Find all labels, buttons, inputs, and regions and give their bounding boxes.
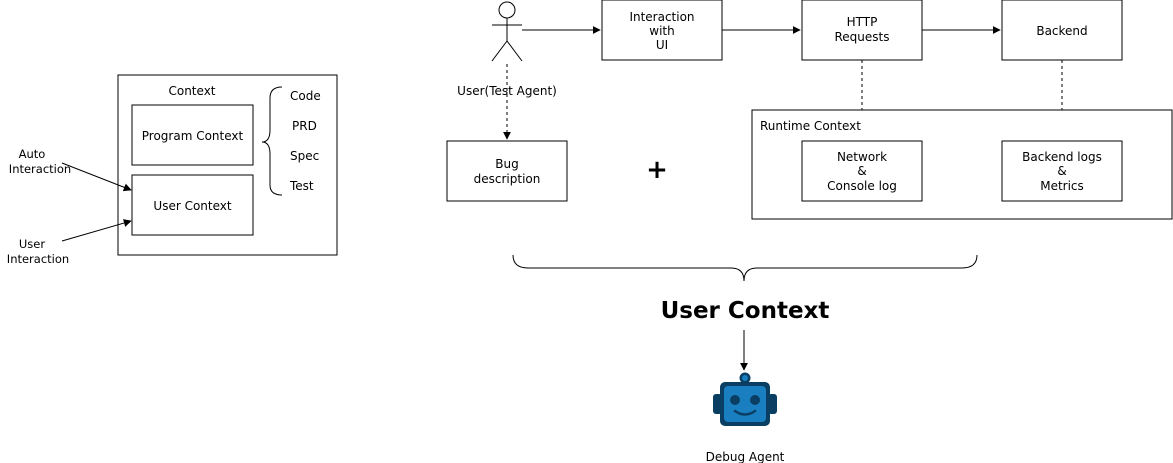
user-interaction-line2: Interaction bbox=[7, 252, 69, 266]
auto-interaction-line2: Interaction bbox=[9, 162, 71, 176]
network-console-line1: Network bbox=[837, 150, 887, 164]
runtime-context-label: Runtime Context bbox=[760, 119, 861, 133]
backend-box bbox=[1001, 0, 1123, 61]
program-context-label: Program Context bbox=[142, 129, 244, 143]
interaction-ui-box bbox=[601, 0, 723, 61]
auto-interaction-arrow bbox=[61, 162, 132, 192]
user-context-brace bbox=[512, 254, 978, 282]
http-requests-line1: HTTP bbox=[847, 15, 878, 29]
http-requests-box bbox=[801, 0, 923, 61]
backend-logs-line2: & bbox=[1057, 164, 1066, 178]
user-context-title: User Context bbox=[661, 298, 830, 324]
network-console-box bbox=[801, 140, 923, 202]
user-context-box bbox=[131, 174, 254, 236]
network-console-line3: Console log bbox=[827, 179, 897, 193]
context-item-spec: Spec bbox=[290, 149, 319, 163]
user-interaction-arrow bbox=[61, 219, 132, 242]
backend-logs-box bbox=[1001, 140, 1123, 202]
network-console-line2: & bbox=[857, 164, 866, 178]
robot-icon bbox=[713, 372, 777, 426]
bug-description-box bbox=[446, 140, 568, 202]
context-title: Context bbox=[168, 84, 215, 98]
bug-description-line2: description bbox=[474, 172, 541, 186]
user-context-label: User Context bbox=[153, 199, 231, 213]
context-item-prd: PRD bbox=[292, 119, 317, 133]
context-brace bbox=[261, 86, 283, 196]
interaction-ui-line2: with bbox=[649, 24, 674, 38]
plus-sign: + bbox=[646, 155, 668, 185]
context-item-test: Test bbox=[289, 179, 314, 193]
stick-figure-icon bbox=[491, 1, 523, 62]
program-context-box bbox=[131, 104, 254, 166]
user-interaction-line1: User bbox=[19, 237, 45, 251]
context-item-code: Code bbox=[290, 89, 321, 103]
http-requests-line2: Requests bbox=[835, 30, 890, 44]
backend-label: Backend bbox=[1036, 24, 1087, 38]
interaction-ui-line1: Interaction bbox=[629, 10, 694, 24]
auto-interaction-line1: Auto bbox=[19, 147, 46, 161]
backend-logs-line3: Metrics bbox=[1040, 179, 1084, 193]
backend-logs-line1: Backend logs bbox=[1022, 150, 1102, 164]
interaction-ui-line3: UI bbox=[656, 38, 668, 52]
bug-description-line1: Bug bbox=[495, 157, 518, 171]
debug-agent-label: Debug Agent bbox=[706, 450, 785, 463]
